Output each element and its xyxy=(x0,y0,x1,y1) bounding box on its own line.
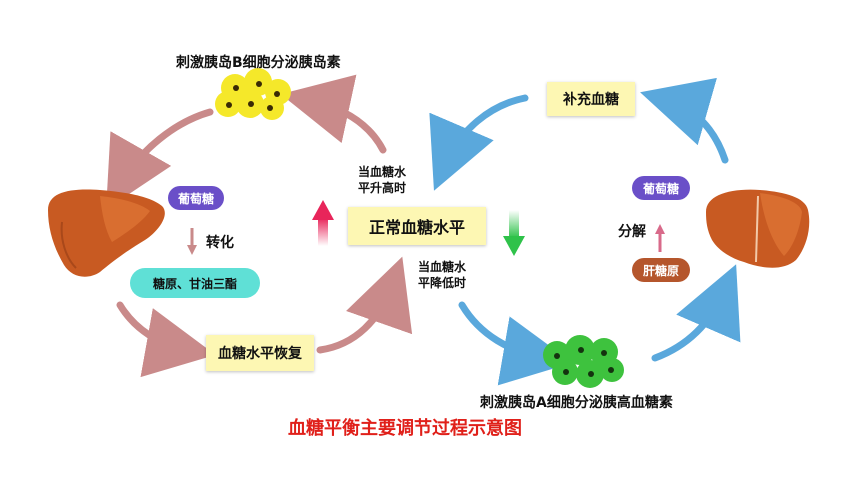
a-cells-icon xyxy=(543,335,624,388)
decompose-arrow xyxy=(655,224,665,252)
arrow-liver-to-recover xyxy=(116,301,216,378)
low-level-label: 当血糖水 平降低时 xyxy=(418,259,466,291)
liver-icon-right xyxy=(706,189,810,268)
low-level-line-2: 平降低时 xyxy=(418,276,467,290)
blood-sugar-rise-arrow xyxy=(312,200,334,246)
high-level-line-1: 当血糖水 xyxy=(358,165,407,179)
convert-label: 转化 xyxy=(206,235,234,251)
recover-box: 血糖水平恢复 xyxy=(206,335,314,371)
decompose-label: 分解 xyxy=(618,224,646,240)
diagram-title: 血糖平衡主要调节过程示意图 xyxy=(288,418,522,439)
arrow-a-cells-to-liver xyxy=(651,264,741,362)
blood-sugar-fall-arrow xyxy=(503,210,525,256)
low-level-line-1: 当血糖水 xyxy=(418,260,467,274)
normal-level-box: 正常血糖水平 xyxy=(348,207,486,245)
arrow-b-cells-to-liver xyxy=(106,108,214,210)
glucose-right-pill: 葡萄糖 xyxy=(632,176,690,200)
b-cells-icon xyxy=(215,68,291,120)
a-cell-label: 刺激胰岛A细胞分泌胰高血糖素 xyxy=(480,395,673,411)
convert-arrow xyxy=(187,228,197,255)
supplement-box: 补充血糖 xyxy=(547,82,635,116)
b-cell-label: 刺激胰岛B细胞分泌胰岛素 xyxy=(176,55,341,71)
arrow-low-to-a-cells xyxy=(458,301,573,386)
high-level-line-2: 平升高时 xyxy=(358,181,407,195)
glycogen-fat-pill: 糖原、甘油三酯 xyxy=(130,268,260,298)
high-level-label: 当血糖水 平升高时 xyxy=(358,164,406,196)
arrow-high-to-b-cells xyxy=(280,74,387,154)
glucose-left-pill: 葡萄糖 xyxy=(168,186,224,210)
arrow-liver-to-supplement xyxy=(640,77,729,164)
liver-glycogen-pill: 肝糖原 xyxy=(632,258,690,282)
liver-icon-left xyxy=(48,189,165,277)
arrow-recover-to-normal xyxy=(316,256,413,354)
arrow-supplement-to-normal xyxy=(429,94,529,191)
